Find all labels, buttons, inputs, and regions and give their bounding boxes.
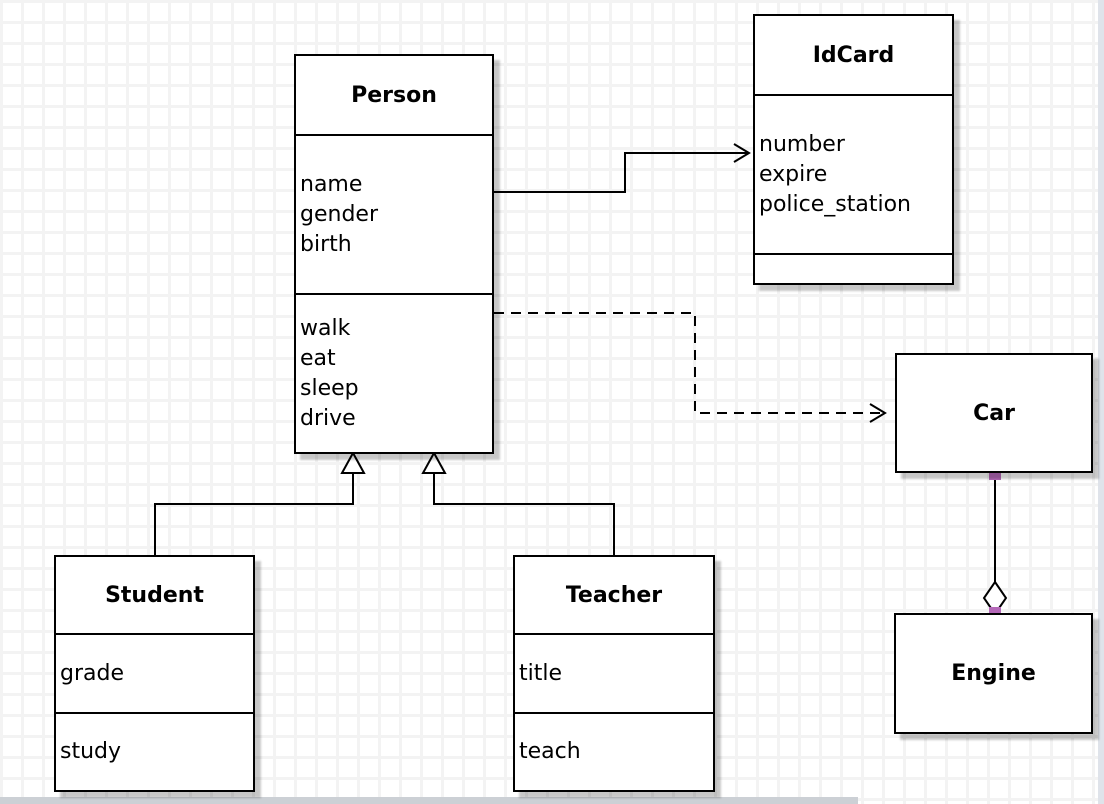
class-idcard-title: IdCard xyxy=(812,42,895,68)
attribute: title xyxy=(519,660,563,686)
class-teacher-attributes: title xyxy=(515,633,713,712)
class-idcard[interactable]: IdCard number expire police_station xyxy=(753,14,954,285)
class-teacher[interactable]: Teacher title teach xyxy=(513,555,715,792)
hollow-triangle-arrow-icon xyxy=(340,450,366,474)
attribute: birth xyxy=(300,231,352,257)
class-student-methods: study xyxy=(56,712,253,790)
method: eat xyxy=(300,345,336,371)
class-person-attributes: name gender birth xyxy=(296,134,492,293)
class-student[interactable]: Student grade study xyxy=(54,555,255,792)
hollow-triangle-arrow-icon xyxy=(421,450,447,474)
canvas-edge-bottom xyxy=(0,797,858,804)
association-person-idcard[interactable] xyxy=(494,143,751,193)
method: teach xyxy=(519,739,581,764)
attribute: gender xyxy=(300,201,378,227)
method: sleep xyxy=(300,375,359,401)
attribute: expire xyxy=(759,161,828,187)
dependency-person-car[interactable] xyxy=(494,312,887,423)
method: walk xyxy=(300,315,351,341)
class-engine-title: Engine xyxy=(951,661,1036,686)
class-teacher-title: Teacher xyxy=(565,582,663,608)
aggregation-car-engine[interactable] xyxy=(982,468,1008,619)
attribute: name xyxy=(300,171,363,197)
method: drive xyxy=(300,405,356,431)
class-idcard-attributes: number expire police_station xyxy=(755,94,952,253)
class-person[interactable]: Person name gender birth walk eat sleep … xyxy=(294,54,494,454)
class-person-methods: walk eat sleep drive xyxy=(296,293,492,452)
class-idcard-methods xyxy=(755,253,952,283)
attribute: police_station xyxy=(759,191,911,217)
class-car[interactable]: Car xyxy=(895,353,1093,473)
attribute: number xyxy=(759,131,845,157)
canvas-edge-right xyxy=(1098,0,1104,804)
method: study xyxy=(60,739,122,764)
class-teacher-methods: teach xyxy=(515,712,713,790)
generalization-student-person[interactable] xyxy=(154,450,366,555)
class-student-title: Student xyxy=(105,582,204,608)
class-engine[interactable]: Engine xyxy=(894,613,1093,734)
class-student-attributes: grade xyxy=(56,633,253,712)
generalization-teacher-person[interactable] xyxy=(421,450,615,555)
class-person-title: Person xyxy=(351,82,437,108)
attribute: grade xyxy=(60,660,124,686)
class-car-title: Car xyxy=(973,400,1015,426)
